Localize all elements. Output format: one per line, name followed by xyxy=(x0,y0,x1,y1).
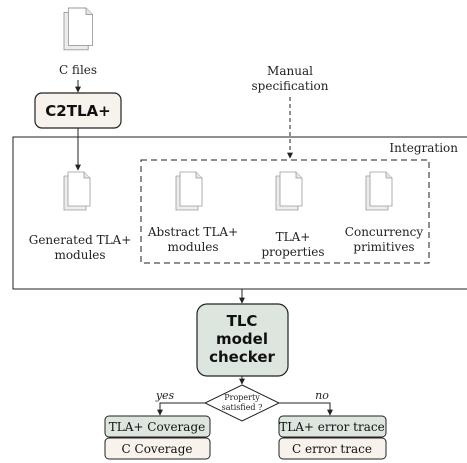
tla-coverage-box xyxy=(104,415,211,438)
integration-frame xyxy=(12,136,467,290)
no-label: no xyxy=(315,389,329,402)
c-files-icon xyxy=(63,7,94,51)
manual-spec-group xyxy=(140,159,430,264)
tla-coverage-label: TLA+ Coverage xyxy=(109,420,205,434)
manual-spec-label-2: specification xyxy=(252,79,329,93)
c-error-trace-box xyxy=(278,437,387,460)
abstract-modules-label-2: modules xyxy=(167,240,218,254)
c-files-label: C files xyxy=(59,63,97,77)
decision-label-1: Property xyxy=(224,393,260,402)
decision-label-2: satisfied ? xyxy=(222,403,263,412)
abstract-modules-label-1: Abstract TLA+ xyxy=(147,225,238,239)
concurrency-primitives-icon xyxy=(365,171,393,211)
concurrency-primitives-label-1: Concurrency xyxy=(345,225,424,239)
concurrency-primitives-label-2: primitives xyxy=(353,240,414,254)
c-error-trace-label: C error trace xyxy=(292,442,372,456)
tla-error-trace-box xyxy=(278,415,387,438)
c2tla-label: C2TLA+ xyxy=(45,102,110,120)
tla-properties-label-1: TLA+ xyxy=(276,230,311,244)
tlc-label-1: TLC xyxy=(227,312,258,330)
tla-properties-icon xyxy=(275,171,303,211)
tlc-label-3: checker xyxy=(209,348,275,366)
c-coverage-label: C Coverage xyxy=(122,442,193,456)
tlc-label-2: model xyxy=(216,330,268,348)
tla-properties-label-2: properties xyxy=(261,245,324,259)
yes-label: yes xyxy=(155,389,175,402)
generated-modules-label-1: Generated TLA+ xyxy=(29,233,132,247)
generated-modules-label-2: modules xyxy=(54,248,105,262)
tla-error-trace-label: TLA+ error trace xyxy=(279,420,384,434)
generated-modules-icon xyxy=(63,171,91,211)
abstract-modules-icon xyxy=(175,171,203,211)
no-branch-arrow xyxy=(279,402,333,416)
integration-label: Integration xyxy=(389,141,458,155)
manual-spec-label-1: Manual xyxy=(267,64,313,78)
c-coverage-box xyxy=(104,437,211,460)
yes-branch-arrow xyxy=(157,402,205,416)
property-satisfied-decision xyxy=(203,384,281,422)
